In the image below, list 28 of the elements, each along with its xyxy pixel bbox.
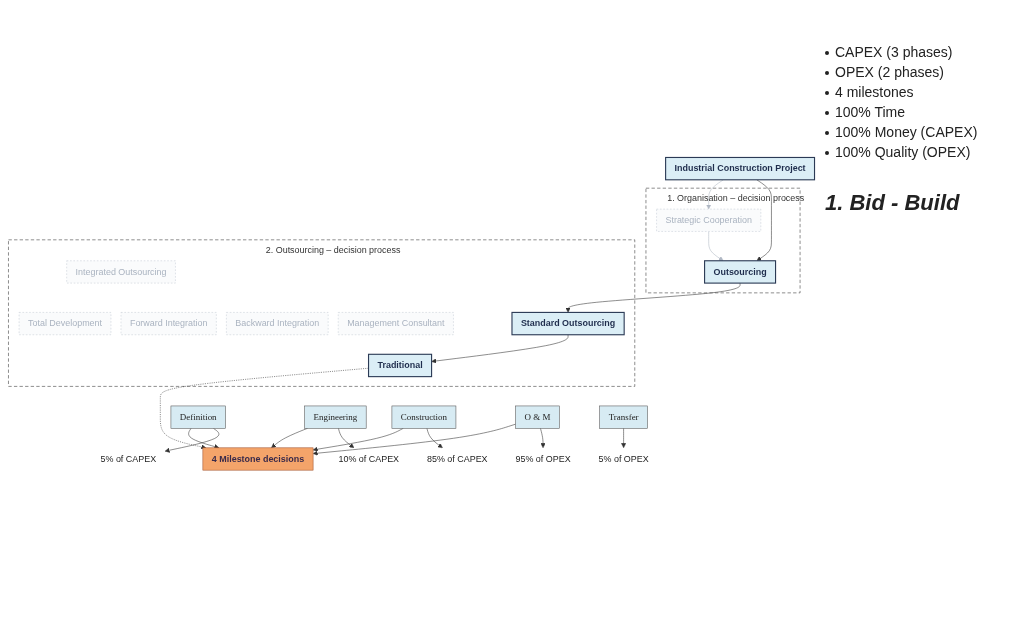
section-heading: 1. Bid - Build bbox=[825, 190, 961, 216]
node-box: Engineering bbox=[304, 405, 367, 429]
bullet-point: 100% Quality (OPEX) bbox=[835, 144, 971, 160]
node-text: 85% of CAPEX bbox=[426, 454, 488, 464]
node-box: Management Consultant bbox=[337, 312, 454, 336]
node-box: Transfer bbox=[599, 405, 648, 429]
bullet-point: CAPEX (3 phases) bbox=[835, 44, 953, 60]
node-box: Strategic Cooperation bbox=[656, 209, 762, 232]
node-text: 5% of OPEX bbox=[598, 454, 649, 464]
node-box: Industrial Construction Project bbox=[665, 157, 816, 181]
node-box: 4 Milestone decisions bbox=[202, 447, 314, 471]
bullet-point: 100% Time bbox=[835, 104, 906, 120]
node-box: Backward Integration bbox=[226, 312, 329, 336]
node-box: Standard Outsourcing bbox=[511, 312, 625, 336]
node-box: Integrated Outsourcing bbox=[66, 260, 176, 284]
bullet-point: 100% Money (CAPEX) bbox=[835, 124, 978, 140]
node-box: Definition bbox=[170, 405, 226, 429]
node-text: 10% of CAPEX bbox=[338, 454, 400, 464]
node-box: Total Development bbox=[18, 312, 112, 336]
node-box: Construction bbox=[391, 405, 457, 429]
bullet-point: 4 milestones bbox=[835, 84, 914, 100]
node-box: Forward Integration bbox=[120, 312, 217, 336]
node-text: 5% of CAPEX bbox=[100, 454, 157, 464]
node-box: Traditional bbox=[368, 353, 433, 378]
bullet-point: OPEX (2 phases) bbox=[835, 64, 944, 80]
node-text: 95% of OPEX bbox=[515, 454, 571, 464]
node-box: O & M bbox=[515, 405, 560, 429]
node-box: Outsourcing bbox=[704, 260, 777, 284]
